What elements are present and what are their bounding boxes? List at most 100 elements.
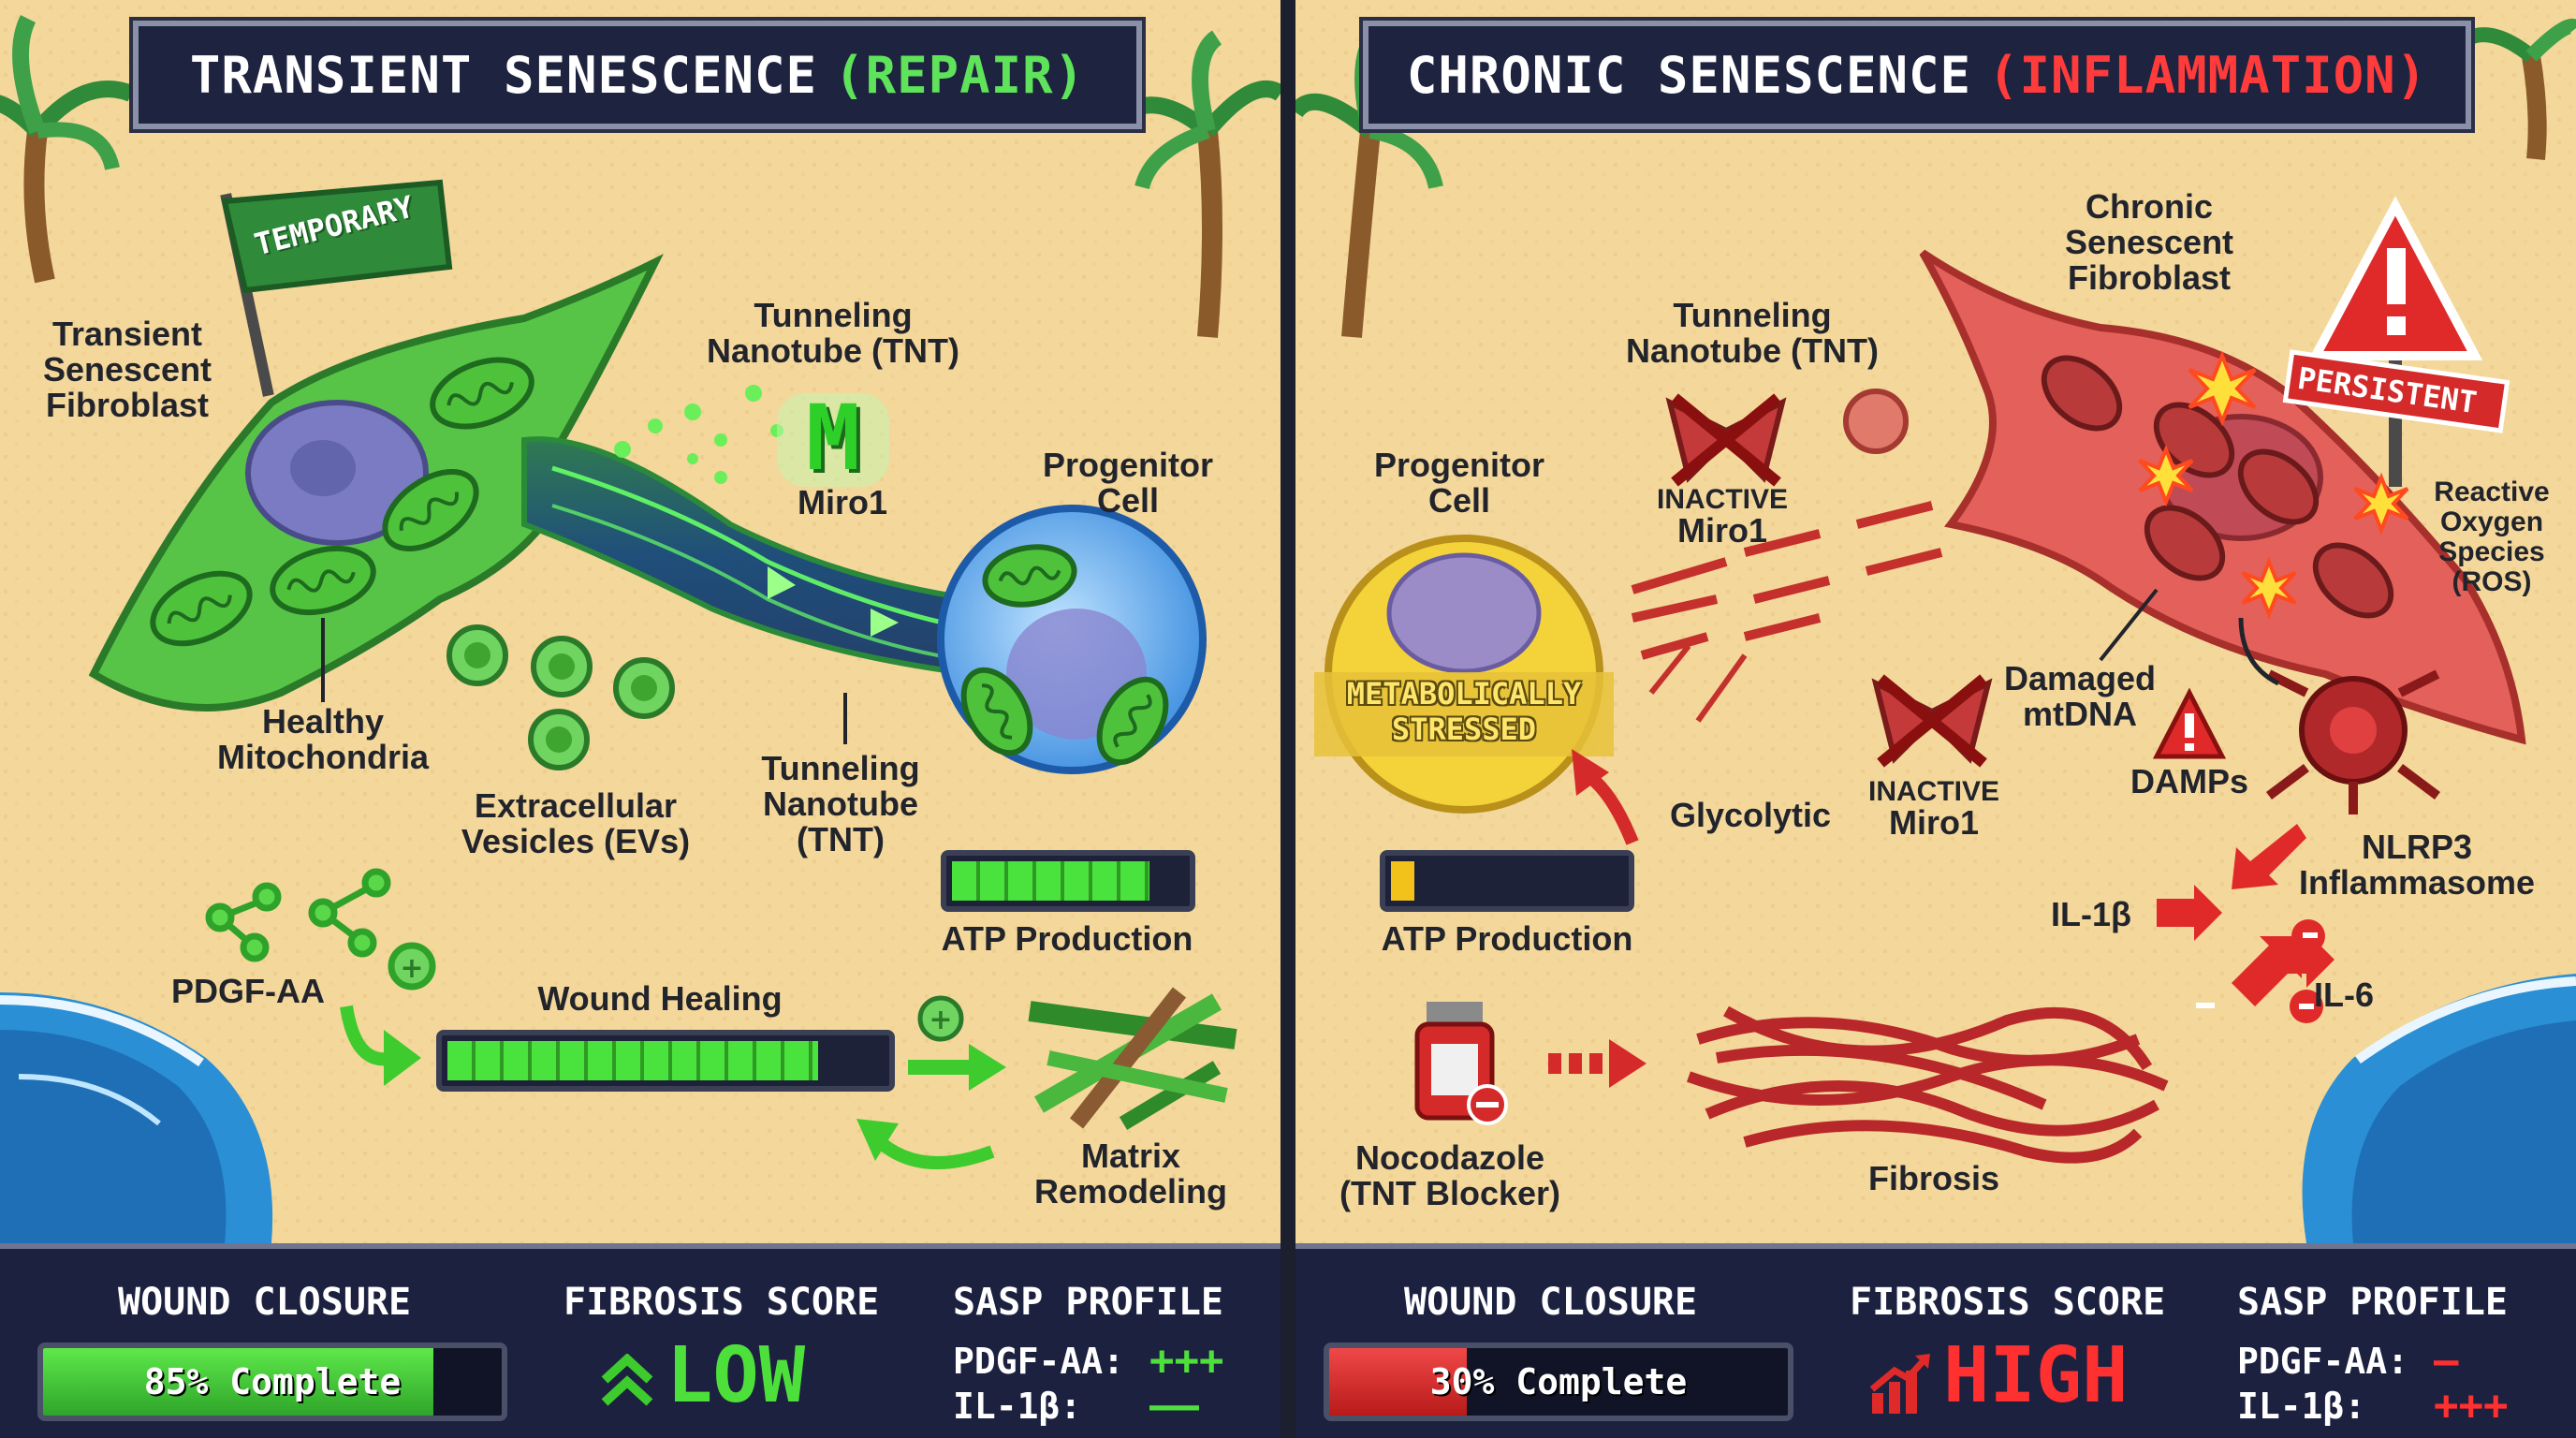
right-title-accent: (INFLAMMATION) xyxy=(1988,45,2428,105)
left-sasp-value-1: +++ xyxy=(1149,1337,1224,1385)
right-wound-closure-heading: WOUND CLOSURE xyxy=(1404,1281,1698,1324)
inactive-miro-bottom-label: Miro1 xyxy=(1888,803,1980,842)
pdgf-aa-molecules xyxy=(205,868,436,990)
fibrosis-tangle xyxy=(1686,1005,2169,1164)
left-status-bar: WOUND CLOSURE 85% Complete FIBROSIS SCOR… xyxy=(0,1243,1281,1438)
wound-healing-bar xyxy=(436,1030,895,1092)
extracellular-vesicles xyxy=(446,624,675,770)
chronic-senescence-panel: CHRONIC SENESCENCE (INFLAMMATION) PERSIS… xyxy=(1295,0,2576,1438)
healthy-mitochondria-group xyxy=(150,357,534,647)
inactive-miro-top-label: Miro1 xyxy=(1676,511,1768,550)
right-tnt-label: Tunneling Nanotube (TNT) xyxy=(1626,296,1879,370)
left-wound-closure-heading: WOUND CLOSURE xyxy=(118,1281,412,1324)
ocean-right xyxy=(2302,974,2576,1243)
right-scene-art xyxy=(1295,0,2576,1438)
ros-label: Reactive Oxygen Species (ROS) xyxy=(2434,477,2550,597)
mitochondrion xyxy=(270,545,376,616)
right-wound-closure-fill xyxy=(1329,1348,1467,1416)
left-title-main: TRANSIENT SENESCENCE xyxy=(189,45,818,105)
extracellular-vesicles-label: Extracellular Vesicles (EVs) xyxy=(461,786,691,860)
inactive-vesicle xyxy=(1843,389,1909,454)
broken-nanotube xyxy=(1631,501,1943,723)
left-atp-fill xyxy=(952,861,1149,901)
glycolytic-label: Glycolytic xyxy=(1669,796,1832,834)
damaged-mitochondria-group xyxy=(2041,355,2394,619)
warning-sign xyxy=(2282,196,2510,487)
panel-divider xyxy=(1281,0,1295,1438)
right-sasp-value-2: +++ xyxy=(2434,1382,2509,1430)
right-atp-bar xyxy=(1380,850,1634,912)
right-wound-closure-bar: 30% Complete xyxy=(1324,1343,1793,1421)
svg-text:+: + xyxy=(400,952,423,985)
left-fibrosis-value: LOW xyxy=(666,1331,806,1420)
left-wound-closure-text: 85% Complete xyxy=(143,1361,402,1402)
palm-tree-center xyxy=(1107,30,1281,338)
mitochondrion xyxy=(430,357,534,430)
damps-label: DAMPs xyxy=(2130,762,2249,800)
ocean-left xyxy=(0,992,273,1243)
inactive-miro-top-word: INACTIVE xyxy=(1656,484,1789,515)
right-sasp-value-1: – xyxy=(2434,1337,2459,1385)
right-sasp-heading: SASP PROFILE xyxy=(2237,1281,2508,1324)
progenitor-cell-stressed xyxy=(1314,535,1614,814)
nocodazole-label: Nocodazole (TNT Blocker) xyxy=(1339,1138,1561,1212)
ros-sparks xyxy=(2138,350,2409,620)
nocodazole-bottle-icon xyxy=(1414,1002,1508,1125)
miro1-label: Miro1 xyxy=(797,483,888,521)
transient-senescence-panel: + + TRANSIENT SENESCENCE (REPAIR) TEMPOR… xyxy=(0,0,1281,1438)
pdgf-aa-label: PDGF-AA xyxy=(171,972,325,1010)
tnt-bottom-label: Tunneling Nanotube (TNT) xyxy=(761,749,920,858)
right-atp-fill xyxy=(1391,861,1414,901)
metabolically-stressed-text: METABOLICALLY STRESSED xyxy=(1346,676,1582,747)
progenitor-cell-label: Progenitor Cell xyxy=(1042,446,1214,520)
nlrp3-label: NLRP3 Inflammasome xyxy=(2298,828,2536,902)
mtdna-to-nlrp3-arrow xyxy=(2238,617,2280,686)
palm-tree-left xyxy=(0,14,135,284)
right-status-bar: WOUND CLOSURE 30% Complete FIBROSIS SCOR… xyxy=(1295,1243,2576,1438)
left-sasp-name-2: IL-1β: xyxy=(953,1386,1082,1427)
left-fibrosis-heading: FIBROSIS SCORE xyxy=(564,1281,880,1324)
il6-label: IL-6 xyxy=(2313,976,2375,1014)
left-wound-closure-bar: 85% Complete xyxy=(37,1343,507,1421)
nlrp3-inflammasome-icon xyxy=(2266,669,2440,814)
left-scene-art: + + xyxy=(0,0,1281,1438)
damaged-mtdna-label: Damaged mtDNA xyxy=(2003,659,2157,733)
transient-fibroblast-label: Transient Senescent Fibroblast xyxy=(42,315,212,424)
inactive-miro-icon-bottom xyxy=(1871,674,1993,768)
wound-healing-label: Wound Healing xyxy=(537,979,783,1018)
left-sasp-value-2: –– xyxy=(1149,1382,1199,1430)
trend-up-icon xyxy=(1869,1354,1930,1414)
wound-healing-fill xyxy=(447,1041,819,1080)
right-wound-closure-text: 30% Complete xyxy=(1429,1361,1688,1402)
right-title-banner: CHRONIC SENESCENCE (INFLAMMATION) xyxy=(1363,21,2471,129)
inactive-miro-icon-top xyxy=(1665,393,1787,487)
matrix-fibers xyxy=(1028,987,1237,1130)
left-title-banner: TRANSIENT SENESCENCE (REPAIR) xyxy=(133,21,1142,129)
svg-text:+: + xyxy=(929,1004,952,1036)
matrix-remodeling-label: Matrix Remodeling xyxy=(1033,1137,1228,1211)
right-atp-label: ATP Production xyxy=(1381,919,1633,958)
progenitor-cell-healthy xyxy=(937,505,1207,774)
right-sasp-name-2: IL-1β: xyxy=(2237,1386,2366,1427)
left-sasp-heading: SASP PROFILE xyxy=(953,1281,1223,1324)
il1b-label: IL-1β xyxy=(2051,895,2131,933)
left-atp-label: ATP Production xyxy=(941,919,1193,958)
right-progenitor-label: Progenitor Cell xyxy=(1373,446,1545,520)
tnt-top-label: Tunneling Nanotube (TNT) xyxy=(707,296,959,370)
chronic-fibroblast-label: Chronic Senescent Fibroblast xyxy=(2064,187,2234,297)
inactive-miro-bottom-word: INACTIVE xyxy=(1867,776,2000,807)
right-sasp-name-1: PDGF-AA: xyxy=(2237,1341,2409,1382)
left-title-accent: (REPAIR) xyxy=(834,45,1086,105)
miro1-icon: M xyxy=(806,386,860,491)
fibrosis-label: Fibrosis xyxy=(1867,1159,2000,1197)
mitochondrion xyxy=(382,468,479,552)
right-title-main: CHRONIC SENESCENCE xyxy=(1406,45,1972,105)
chevrons-up-icon xyxy=(601,1354,653,1406)
healthy-mitochondria-label: Healthy Mitochondria xyxy=(217,702,429,776)
right-fibrosis-value: HIGH xyxy=(1943,1331,2129,1420)
left-wound-closure-fill xyxy=(43,1348,433,1416)
matrix-return-arrow xyxy=(871,1132,995,1169)
nocodazole-block-arrow xyxy=(1548,1039,1647,1088)
mitochondrion xyxy=(150,570,253,647)
left-sasp-name-1: PDGF-AA: xyxy=(953,1341,1125,1382)
